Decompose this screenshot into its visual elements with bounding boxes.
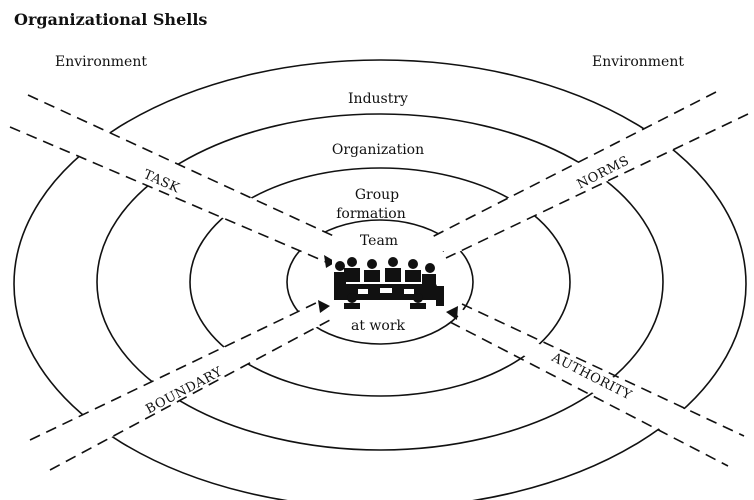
shells xyxy=(13,59,747,500)
industry-label: Industry xyxy=(348,91,408,107)
environment-shell xyxy=(13,59,747,500)
team-label: Team xyxy=(360,233,398,249)
authority-band-upper-edge xyxy=(461,303,745,437)
boundary-arrowhead xyxy=(318,300,330,313)
team-shell xyxy=(286,219,474,345)
force-bands xyxy=(9,91,749,471)
norms-band-lower-edge xyxy=(445,113,749,259)
group-label-line2: formation xyxy=(336,206,405,222)
environment-left-label: Environment xyxy=(55,54,147,70)
task-band-lower-edge xyxy=(9,126,327,263)
environment-right-label: Environment xyxy=(592,54,684,70)
authority-arrowhead xyxy=(446,306,458,320)
organization-label: Organization xyxy=(332,142,424,158)
diagram-title: Organizational Shells xyxy=(14,10,207,29)
organization-shell xyxy=(189,167,571,397)
at-work-label: at work xyxy=(351,318,406,334)
industry-shell xyxy=(96,113,664,451)
task-arrowhead xyxy=(324,255,336,268)
task-band-bg xyxy=(10,95,338,262)
team-meeting-illustration xyxy=(332,252,444,310)
norms-band-bg xyxy=(430,92,748,258)
group-label-line1: Group xyxy=(355,187,399,203)
authority-band-bg xyxy=(450,304,744,466)
task-band-upper-edge xyxy=(27,94,339,239)
authority-force-label: AUTHORITY xyxy=(548,350,634,404)
authority-band-lower-edge xyxy=(449,321,729,467)
boundary-band-bg xyxy=(30,302,330,470)
